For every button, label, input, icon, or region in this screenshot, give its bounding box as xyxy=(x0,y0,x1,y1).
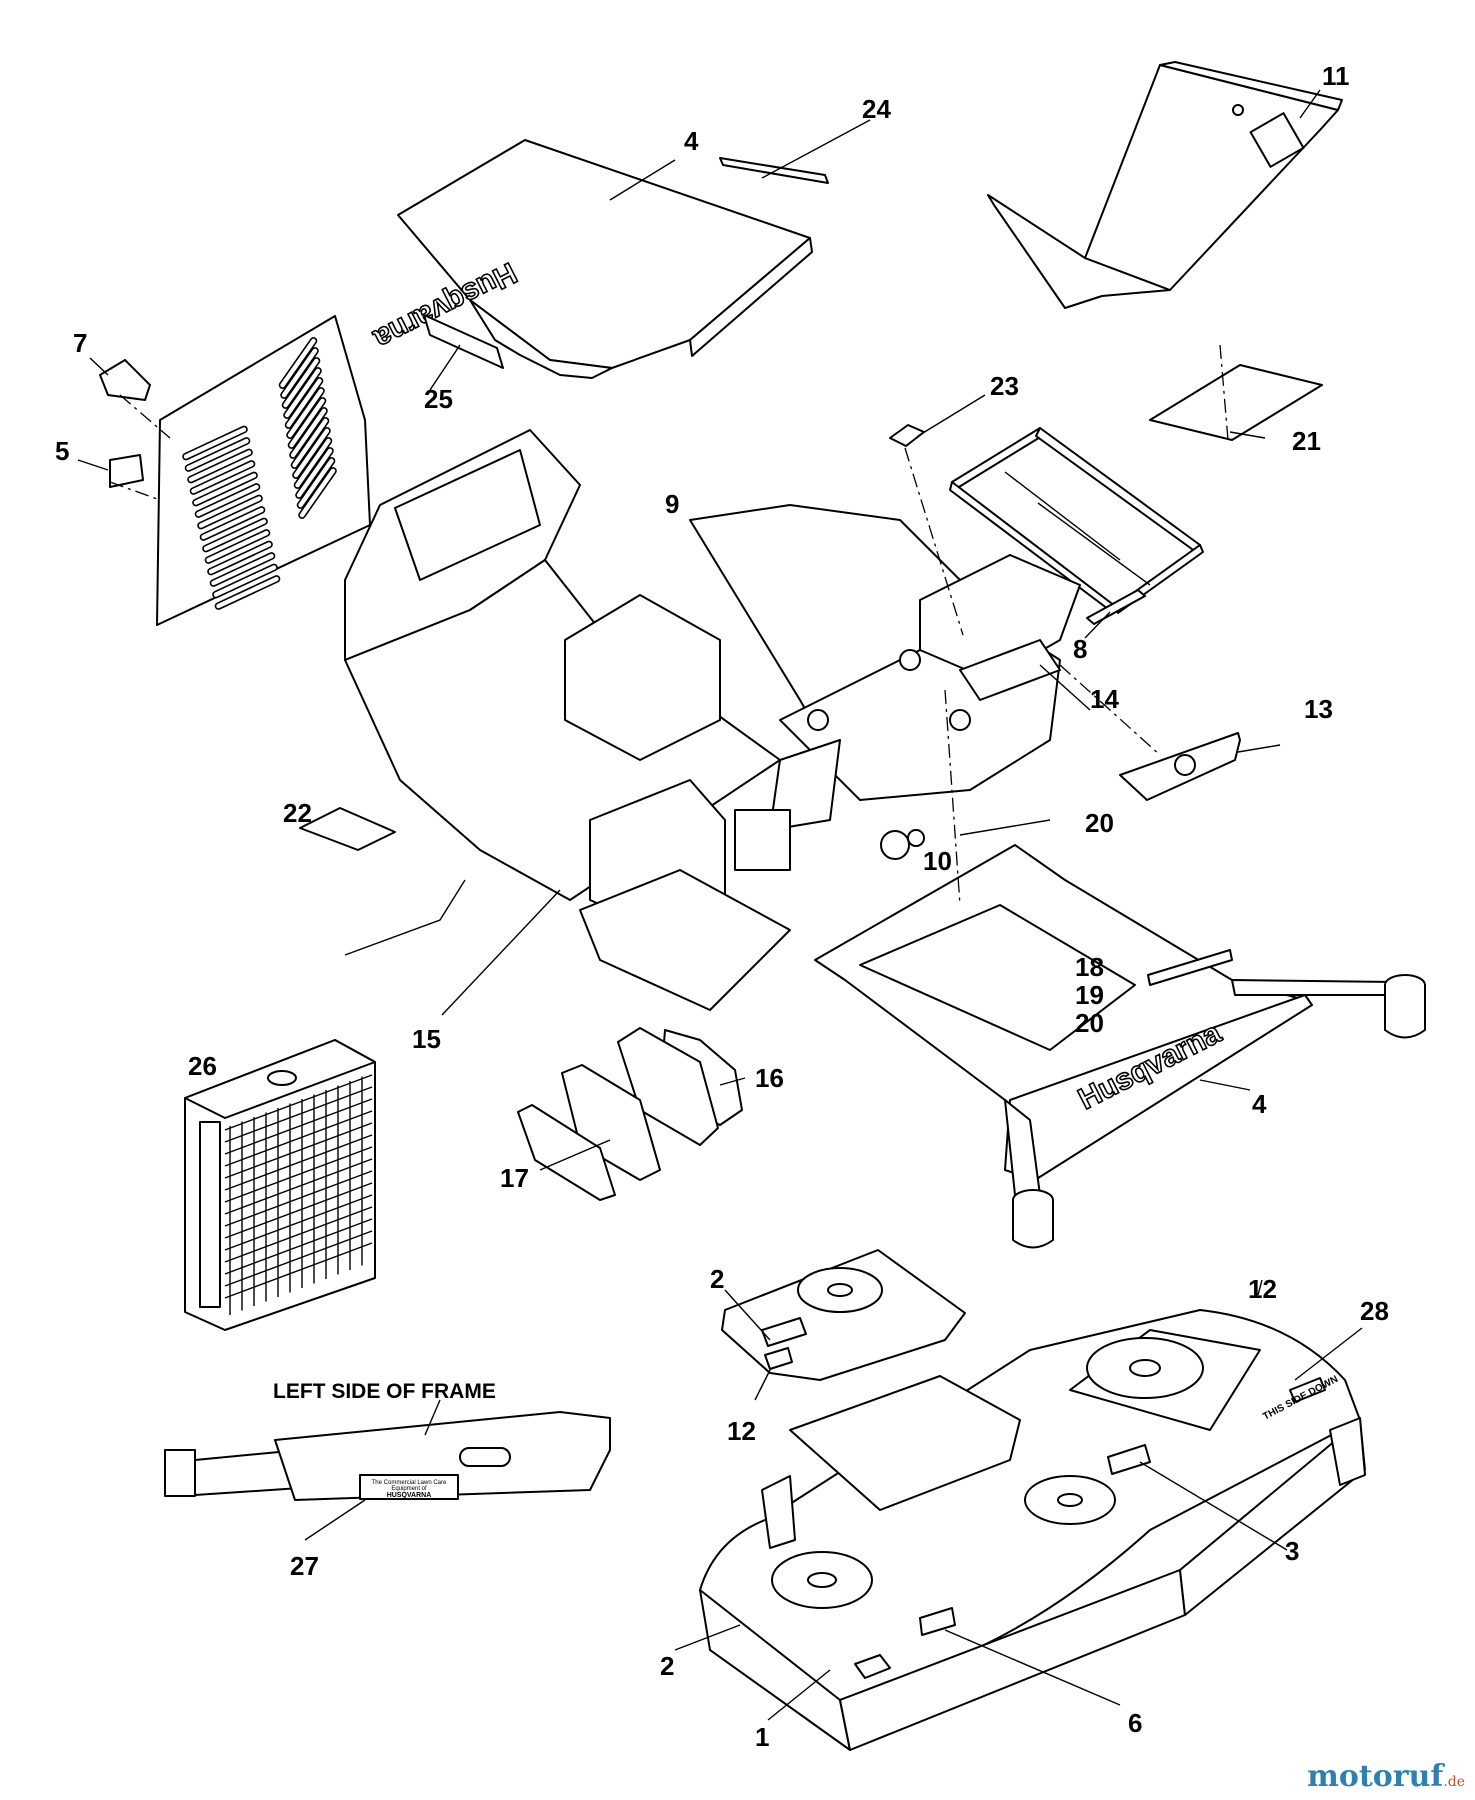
callout-12-lower: 12 xyxy=(727,1416,756,1446)
front-frame: Husqvarna xyxy=(814,844,1426,1249)
callout-3: 3 xyxy=(1285,1536,1299,1566)
callout-6: 6 xyxy=(1128,1708,1142,1738)
left-side-of-frame: The Commercial Lawn Care Equipment of HU… xyxy=(164,1411,611,1501)
callout-25: 25 xyxy=(424,384,453,414)
callout-14: 14 xyxy=(1090,684,1119,714)
callout-2-upper: 2 xyxy=(710,1264,724,1294)
rear-tray xyxy=(987,61,1343,309)
radiator xyxy=(184,1039,376,1331)
seat-frame xyxy=(949,427,1204,614)
chassis xyxy=(344,429,1081,1011)
decal-5 xyxy=(109,454,144,488)
decal-8 xyxy=(1086,589,1146,625)
callout-2-lower: 2 xyxy=(660,1651,674,1681)
mower-deck: THIS SIDE DOWN xyxy=(699,1309,1366,1751)
callout-leaders xyxy=(77,89,1363,1721)
callout-16: 16 xyxy=(755,1063,784,1093)
callout-20-lower: 20 xyxy=(1075,1008,1104,1038)
watermark-suffix: .de xyxy=(1443,1774,1465,1790)
callout-4-bumper: 4 xyxy=(1252,1089,1267,1119)
watermark: motoruf.de xyxy=(1307,1759,1465,1794)
callout-20-upper: 20 xyxy=(1085,808,1114,838)
seat-pan-cover: Husqvarna xyxy=(368,139,813,379)
callout-23: 23 xyxy=(990,371,1019,401)
callout-15: 15 xyxy=(412,1024,441,1054)
callout-28: 28 xyxy=(1360,1296,1389,1326)
callout-11: 11 xyxy=(1322,61,1350,91)
decal-7 xyxy=(99,359,151,401)
callout-22: 22 xyxy=(283,798,312,828)
callout-8: 8 xyxy=(1073,634,1087,664)
callout-10: 10 xyxy=(923,846,952,876)
panel-14 xyxy=(959,639,1061,701)
watermark-text: motoruf xyxy=(1307,1759,1444,1794)
part-24-strip xyxy=(719,157,829,184)
callout-18: 18 xyxy=(1075,952,1104,982)
rear-screen xyxy=(156,315,371,626)
frame-decal-line-3: HUSQVARNA xyxy=(387,1492,432,1499)
deck-plate-upper xyxy=(721,1249,966,1381)
callout-12-upper: 12 xyxy=(1248,1274,1277,1304)
callout-27: 27 xyxy=(290,1551,319,1581)
callout-9: 9 xyxy=(665,489,679,519)
frame-decal-line-1: The Commercial Lawn Care xyxy=(372,1480,447,1486)
callout-7: 7 xyxy=(73,328,87,358)
callout-17: 17 xyxy=(500,1163,529,1193)
callout-19: 19 xyxy=(1075,980,1104,1010)
callout-24: 24 xyxy=(862,94,891,124)
callout-4-top: 4 xyxy=(684,126,699,156)
left-side-caption: LEFT SIDE OF FRAME xyxy=(273,1380,496,1403)
callout-5: 5 xyxy=(55,436,69,466)
decal-22 xyxy=(299,807,396,851)
callout-26: 26 xyxy=(188,1051,217,1081)
plates-16-17 xyxy=(517,1027,743,1201)
callout-1: 1 xyxy=(755,1722,769,1752)
callout-13: 13 xyxy=(1304,694,1333,724)
part-25-strip xyxy=(423,314,504,369)
decal-21 xyxy=(1149,364,1323,441)
frame-decal-line-2: Equipment of xyxy=(391,1486,427,1492)
callout-21: 21 xyxy=(1292,426,1321,456)
